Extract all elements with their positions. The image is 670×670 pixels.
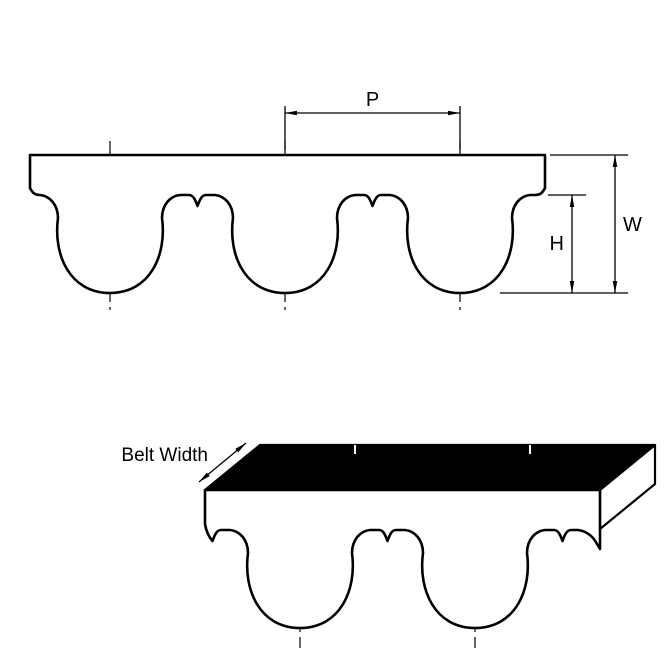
belt-3d-view: Belt Width	[121, 442, 657, 648]
belt-3d-top-face	[203, 443, 657, 492]
height-dimension: H	[548, 194, 586, 293]
belt-profile-section: P W H	[28, 89, 642, 313]
width-label: W	[623, 214, 642, 236]
belt-3d-front-profile	[203, 488, 602, 630]
pitch-dimension: P	[284, 89, 461, 150]
height-label: H	[550, 233, 564, 255]
belt-width-annotation: Belt Width	[121, 442, 247, 483]
belt-profile-outline	[28, 153, 547, 295]
width-dimension: W	[500, 154, 642, 294]
belt-width-label: Belt Width	[121, 445, 208, 466]
pitch-label: P	[366, 89, 379, 111]
belt-width-arrow	[198, 442, 247, 483]
